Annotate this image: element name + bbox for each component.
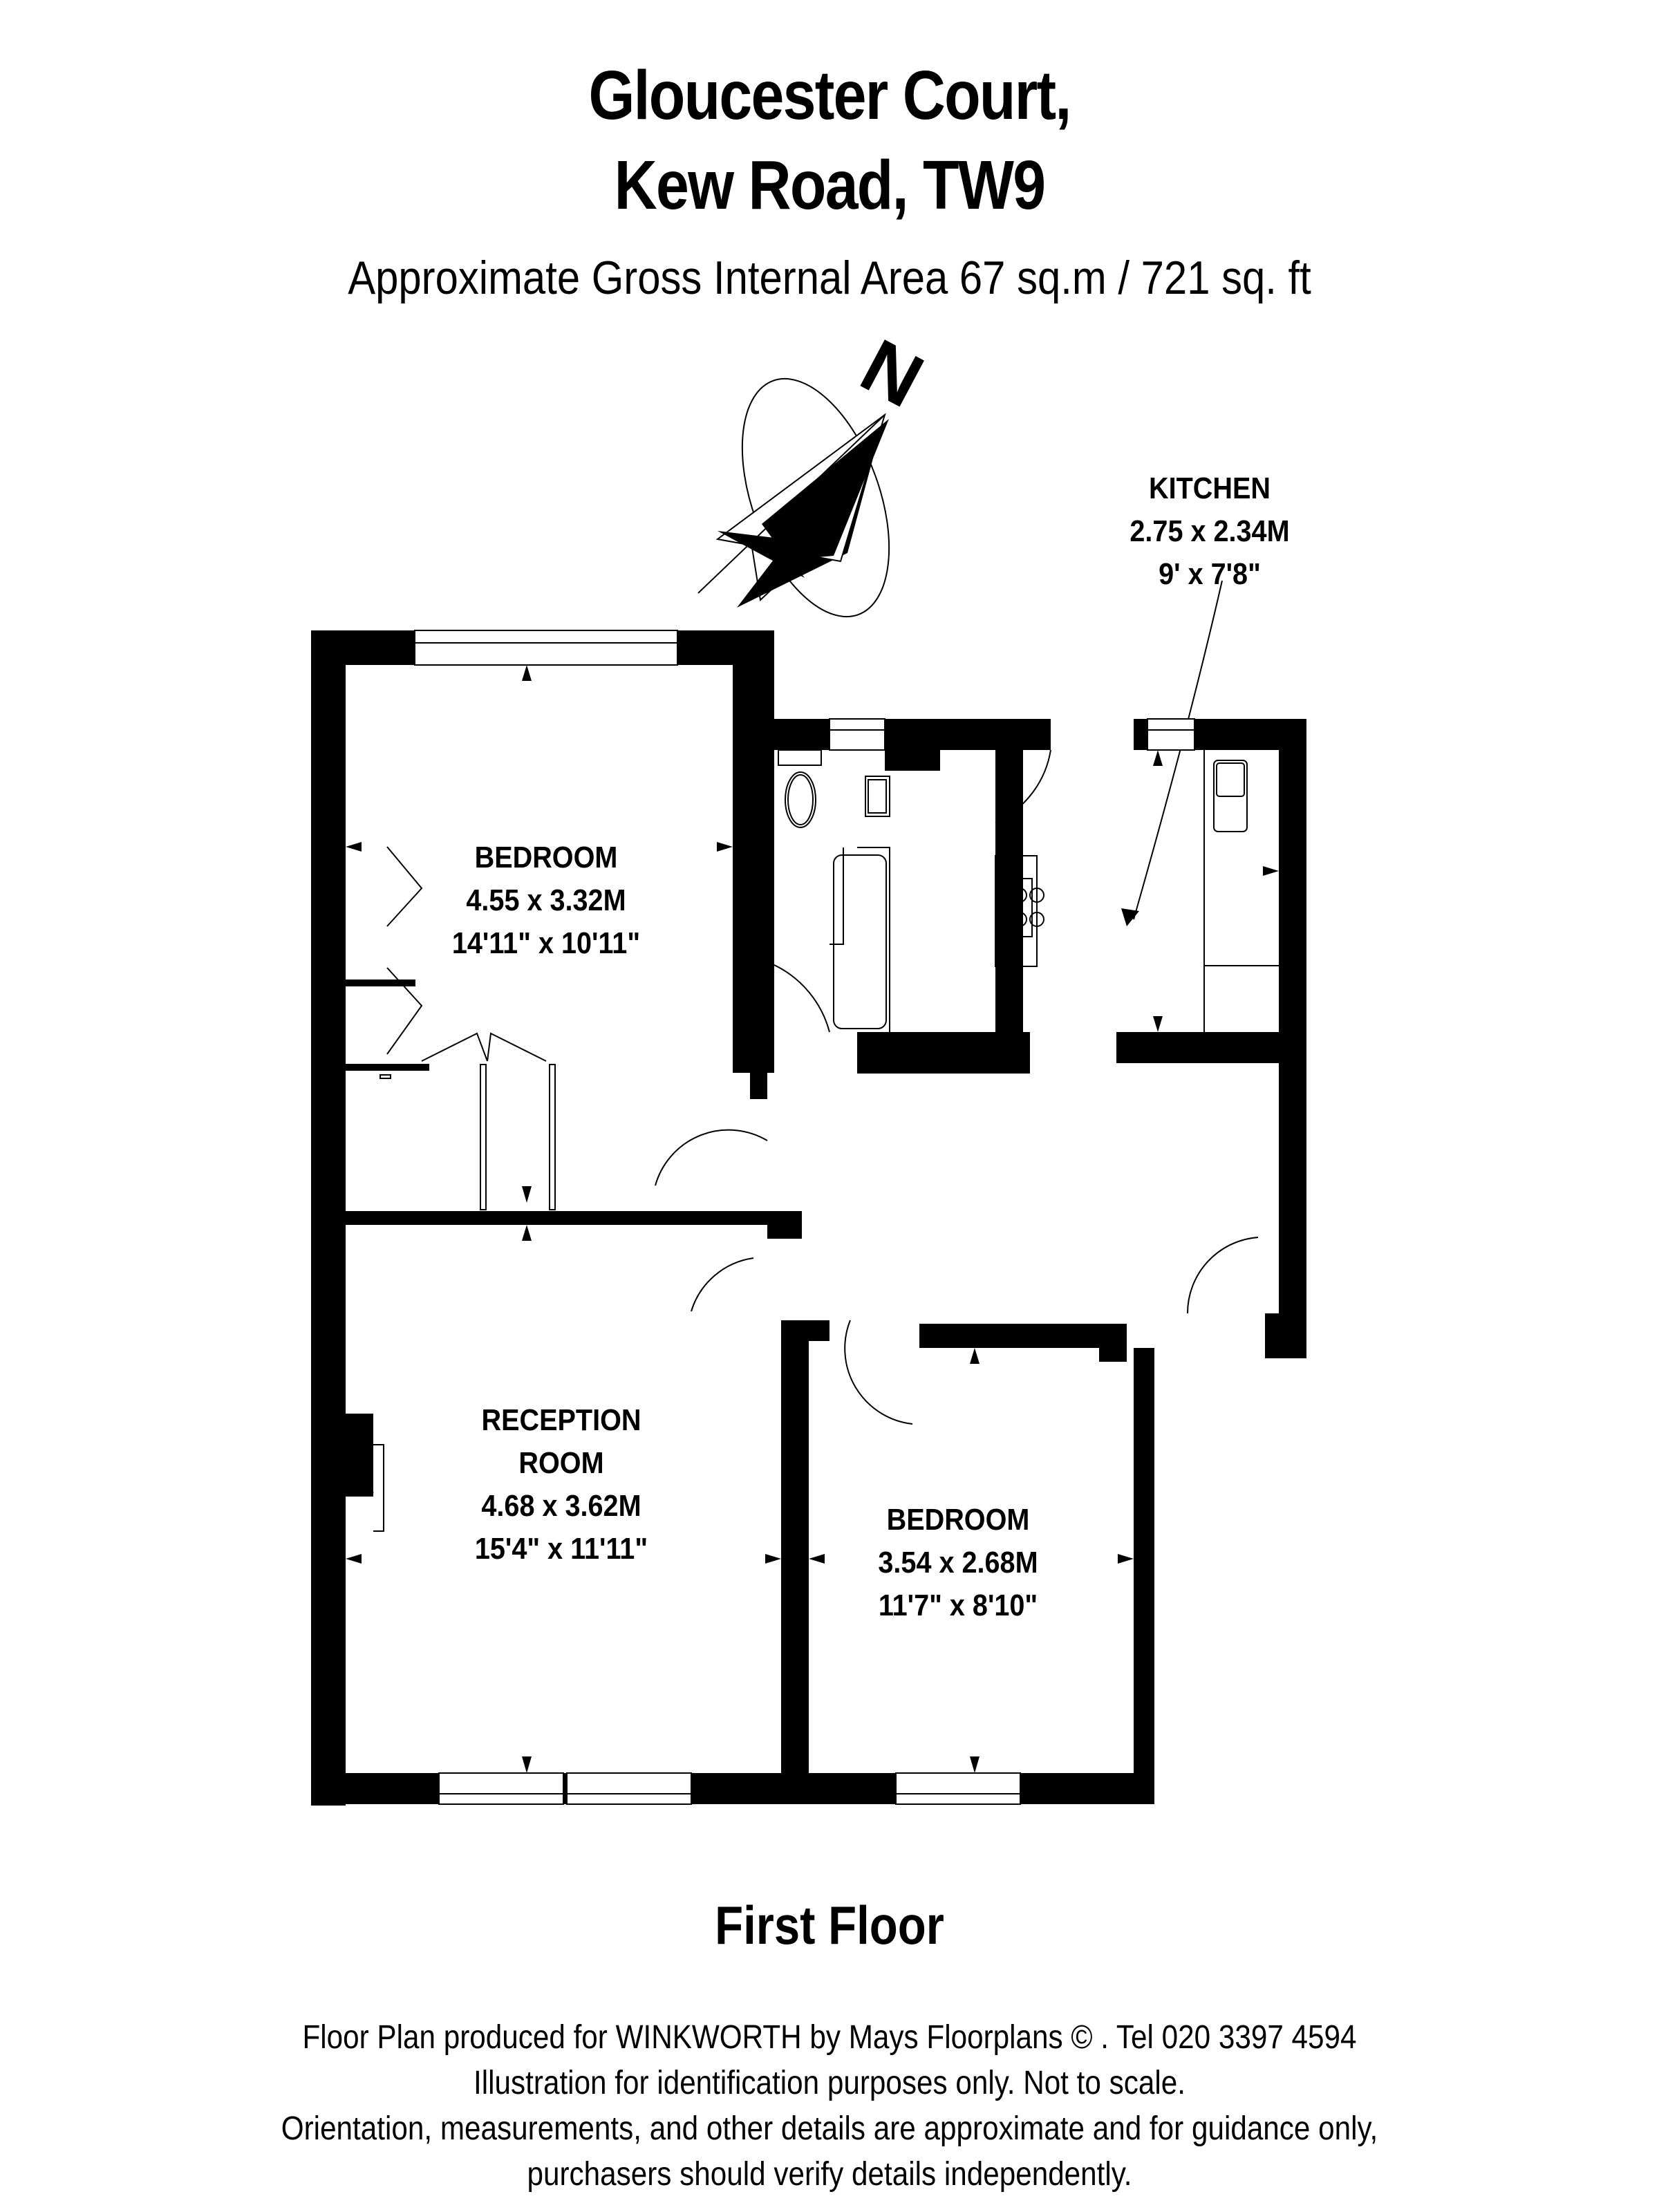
room-name-line1: RECEPTION (481, 1403, 641, 1437)
room-name: BEDROOM (474, 841, 618, 874)
door-swings (345, 749, 1259, 1532)
room-size-metric: 4.55 x 3.32M (466, 883, 626, 917)
fixtures (778, 749, 1279, 1032)
room-name: KITCHEN (1148, 471, 1271, 505)
property-title-line2: Kew Road, TW9 (614, 147, 1046, 224)
room-size-imperial: 9' x 7'8" (1159, 557, 1261, 591)
room-label-reception-room: RECEPTION ROOM 4.68 x 3.62M 15'4" x 11'1… (437, 1399, 686, 1571)
room-size-metric: 4.68 x 3.62M (481, 1489, 641, 1523)
room-label-bedroom-1: BEDROOM 4.55 x 3.32M 14'11" x 10'11" (422, 836, 671, 965)
footer-line-3: Orientation, measurements, and other det… (281, 2110, 1378, 2147)
room-size-imperial: 11'7" x 8'10" (878, 1588, 1038, 1622)
footer-line-1: Floor Plan produced for WINKWORTH by May… (302, 2019, 1357, 2056)
north-arrow-icon: N (697, 323, 937, 618)
room-size-imperial: 14'11" x 10'11" (451, 926, 641, 960)
room-size-metric: 3.54 x 2.68M (878, 1546, 1038, 1580)
svg-text:N: N (848, 323, 937, 424)
room-size-imperial: 15'4" x 11'11" (474, 1532, 648, 1566)
footer-line-2: Illustration for identification purposes… (474, 2065, 1185, 2101)
room-label-bedroom-2: BEDROOM 3.54 x 2.68M 11'7" x 8'10" (834, 1499, 1082, 1627)
floor-label: First Floor (715, 1895, 944, 1956)
footer-line-4: purchasers should verify details indepen… (527, 2156, 1132, 2193)
dimension-markers (346, 665, 1279, 1773)
windows (414, 630, 1195, 1805)
room-label-kitchen: KITCHEN 2.75 x 2.34M 9' x 7'8" (1085, 467, 1334, 596)
property-title-line1: Gloucester Court, (588, 57, 1071, 134)
room-name: BEDROOM (886, 1503, 1030, 1537)
gross-internal-area: Approximate Gross Internal Area 67 sq.m … (348, 252, 1311, 304)
footer-disclaimer: Floor Plan produced for WINKWORTH by May… (100, 2015, 1559, 2197)
walls (311, 630, 1306, 1806)
room-size-metric: 2.75 x 2.34M (1130, 514, 1290, 548)
room-name-line2: ROOM (518, 1446, 604, 1480)
